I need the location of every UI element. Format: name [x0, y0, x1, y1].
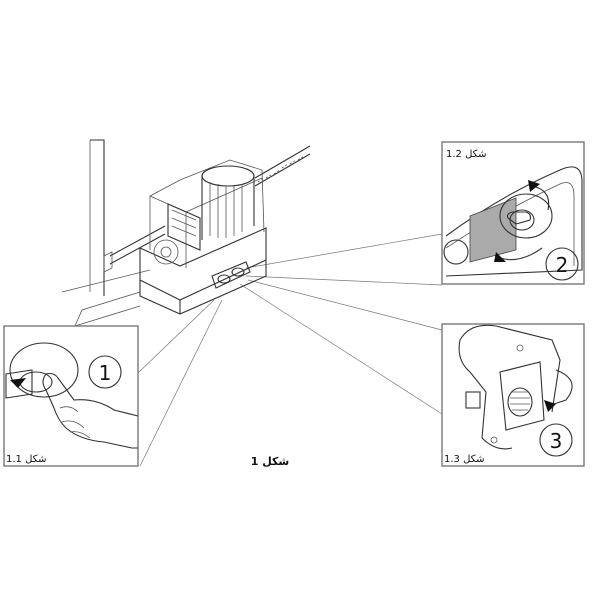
release-lever-icon [458, 324, 573, 450]
finger-press-icon [5, 342, 139, 449]
key-rotate-icon [443, 166, 583, 277]
leader-lines [136, 233, 443, 467]
panel-1-3: 3 شكل 1.3 [441, 323, 585, 467]
panel-1-1: 1 شكل 1.1 [3, 325, 139, 467]
step-number-3: 3 [550, 429, 563, 453]
gate-motor-unit-icon [61, 139, 311, 327]
step-number-1: 1 [99, 361, 112, 385]
panel-label-1-3: شكل 1.3 [444, 454, 485, 465]
panel-label-1-2: شكل 1.2 [446, 149, 487, 160]
step-number-2: 2 [556, 253, 569, 277]
figure-caption: شكل 1 [251, 455, 290, 468]
panel-label-1-1: شكل 1.1 [6, 454, 47, 465]
panel-1-2: شكل 1.2 2 [441, 141, 585, 285]
